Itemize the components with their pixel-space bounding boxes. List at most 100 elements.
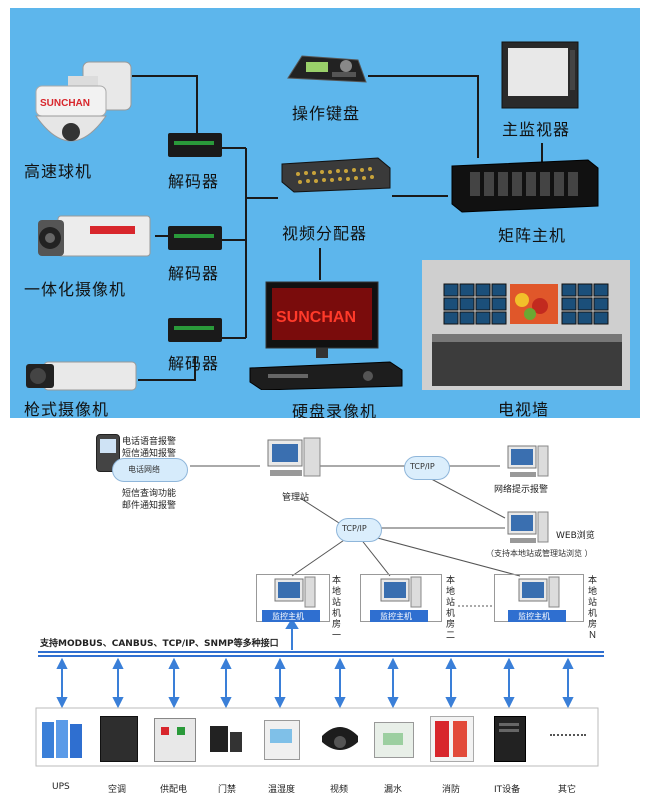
monitor-host-2-badge — [370, 610, 428, 622]
bus-arrow-head-up-7 — [445, 657, 457, 669]
protocols-label: 支持MODBUS、CANBUS、TCP/IP、SNMP等多种接口 — [40, 639, 279, 649]
temperature-humidity-icon — [264, 720, 300, 760]
local-room-3-box — [494, 574, 584, 622]
ups-icon — [40, 716, 84, 760]
tv-wall-image — [422, 260, 630, 390]
tcpip-1-label: TCP/IP — [410, 462, 435, 471]
decoder-1-image — [168, 133, 222, 157]
web-browse-note: （支持本地站或管理站浏览 ） — [486, 549, 593, 558]
other-icon — [550, 734, 586, 742]
network-alarm-computer-icon — [506, 444, 550, 484]
water-leak-icon — [374, 722, 414, 758]
phone-network-label: 电话网络 — [128, 465, 160, 474]
management-station-label: 管理站 — [282, 493, 310, 503]
tcpip-cloud-1-icon — [404, 456, 450, 480]
bus-arrow-head-up-2 — [168, 657, 180, 669]
label-speed-dome: 高速球机 — [24, 162, 93, 181]
speed-dome-camera-image: SUNCHAN — [28, 56, 133, 156]
bus-arrow-head-down-5 — [334, 697, 346, 709]
cctv-system-panel: SUNCHAN 高速球机 一体化摄像机 枪式摄像机 解码器 解码器 — [10, 8, 640, 418]
control-keyboard-image — [282, 48, 368, 92]
dvr-monitor-brand: SUNCHAN — [276, 309, 356, 326]
monitor-host-2-label: 监控主机 — [380, 612, 412, 621]
sms-query-label: 短信查询功能 — [122, 489, 177, 499]
phone-network-cloud-icon — [112, 458, 188, 482]
monitor-host-3-label: 监控主机 — [518, 612, 550, 621]
label-decoder-2: 解码器 — [168, 264, 220, 283]
label-decoder-1: 解码器 — [168, 172, 220, 191]
label-integrated-camera: 一体化摄像机 — [24, 280, 127, 299]
monitor-host-3-badge — [508, 610, 566, 622]
subsystem-label-video: 视频 — [330, 785, 349, 795]
label-matrix-host: 矩阵主机 — [498, 226, 567, 245]
email-alarm-label: 邮件通知报警 — [122, 501, 177, 511]
bus-arrow-head-down-6 — [387, 697, 399, 709]
bus-arrow-head-up-1 — [112, 657, 124, 669]
bus-arrow-head-up-6 — [387, 657, 399, 669]
label-dvr: 硬盘录像机 — [292, 402, 378, 418]
matrix-host-image — [450, 158, 600, 214]
management-station-computer-icon — [266, 436, 322, 486]
bus-arrow-head-down-8 — [503, 697, 515, 709]
label-video-distributor: 视频分配器 — [282, 224, 368, 243]
environment-monitoring-panel: 电话语音报警 短信通知报警 电话网络 短信查询功能 邮件通知报警 管理站 TCP… — [0, 418, 656, 800]
label-bullet-camera: 枪式摄像机 — [24, 400, 110, 418]
tcpip-cloud-2-icon — [336, 518, 382, 542]
decoder-2-image — [168, 226, 222, 250]
web-browse-label: WEB浏览 — [556, 531, 595, 541]
subsystem-label-ups: UPS — [52, 782, 70, 792]
subsystem-label-access-control: 门禁 — [218, 785, 237, 795]
air-conditioner-icon — [100, 716, 138, 762]
alarm-sms-label: 短信通知报警 — [122, 449, 177, 459]
bus-arrow-head-up-0 — [56, 657, 68, 669]
alarm-phone-label: 电话语音报警 — [122, 437, 177, 447]
subsystem-label-other: 其它 — [558, 785, 577, 795]
cctv-connection-lines — [132, 75, 543, 381]
label-keyboard: 操作键盘 — [292, 104, 361, 123]
subsystem-label-temperature-humidity: 温湿度 — [268, 785, 296, 795]
network-alarm-label: 网络提示报警 — [494, 485, 549, 495]
bus-arrow-head-up-5 — [334, 657, 346, 669]
power-distribution-icon — [154, 718, 196, 762]
bus-arrow-head-down-2 — [168, 697, 180, 709]
it-equipment-icon — [494, 716, 526, 762]
subsystem-label-it-equipment: IT设备 — [494, 785, 521, 795]
bus-arrow-head-up-3 — [220, 657, 232, 669]
subsystem-label-fire-protection: 消防 — [442, 785, 461, 795]
bus-arrow-head-up-9 — [562, 657, 574, 669]
monitoring-connection-lines — [35, 465, 604, 767]
bus-arrow-head-down-0 — [56, 697, 68, 709]
access-control-icon — [208, 722, 244, 756]
bus-arrow-head-down-9 — [562, 697, 574, 709]
subsystem-label-water-leak: 漏水 — [384, 785, 403, 795]
dvr-monitor-image: SUNCHAN — [262, 280, 382, 360]
subsystem-label-power-distribution: 供配电 — [160, 785, 188, 795]
video-camera-icon — [320, 722, 360, 756]
subsystem-label-air-conditioner: 空调 — [108, 785, 127, 795]
bus-arrow-head-up-4 — [274, 657, 286, 669]
integrated-camera-image — [30, 206, 155, 276]
decoder-3-image — [168, 318, 222, 342]
label-main-monitor: 主监视器 — [502, 120, 571, 139]
web-browse-computer-icon — [506, 510, 550, 550]
monitor-host-1-badge — [262, 610, 320, 622]
speed-dome-brand: SUNCHAN — [40, 98, 90, 109]
bus-arrow-head-up-8 — [503, 657, 515, 669]
video-distributor-image — [278, 154, 394, 194]
label-tv-wall: 电视墙 — [498, 400, 550, 418]
tcpip-2-label: TCP/IP — [342, 524, 367, 533]
bullet-camera-image — [24, 356, 139, 398]
local-room-1-label: 本地站机房一 — [332, 576, 342, 641]
local-room-1-box — [256, 574, 330, 622]
local-room-3-label: 本地站机房Ｎ — [588, 576, 598, 641]
dvr-unit-image — [248, 358, 404, 390]
fire-protection-icon — [430, 716, 474, 762]
bus-arrow-head-down-1 — [112, 697, 124, 709]
label-decoder-3: 解码器 — [168, 354, 220, 373]
bus-arrow-head-down-3 — [220, 697, 232, 709]
bus-arrow-head-down-4 — [274, 697, 286, 709]
local-room-2-label: 本地站机房二 — [446, 576, 456, 641]
bus-arrow-head-down-7 — [445, 697, 457, 709]
main-monitor-image — [500, 40, 580, 110]
monitor-host-1-label: 监控主机 — [272, 612, 304, 621]
